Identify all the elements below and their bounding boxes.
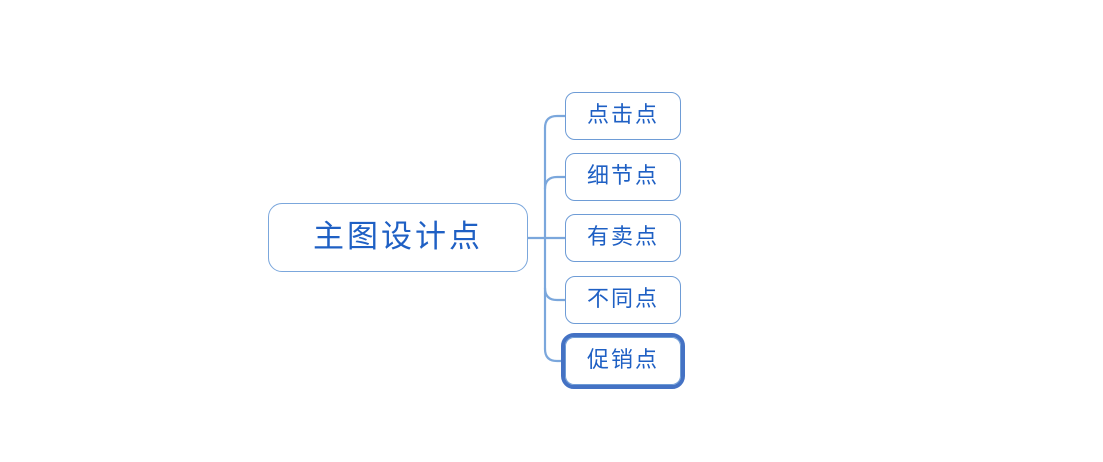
- child-node-3[interactable]: 有卖点: [565, 214, 681, 262]
- child-node-2-label: 细节点: [586, 164, 659, 189]
- child-node-1[interactable]: 点击点: [565, 92, 681, 140]
- child-node-5[interactable]: 促销点: [565, 337, 681, 385]
- child-node-4[interactable]: 不同点: [565, 276, 681, 324]
- child-node-3-label: 有卖点: [586, 225, 659, 250]
- child-node-4-label: 不同点: [586, 287, 659, 312]
- child-node-5-label: 促销点: [586, 348, 659, 373]
- child-node-2[interactable]: 细节点: [565, 153, 681, 201]
- connector-branch-2: [543, 175, 567, 191]
- child-node-1-label: 点击点: [586, 103, 659, 128]
- connector-branch-1: [543, 114, 567, 130]
- connector-branch-4: [543, 286, 567, 302]
- root-node[interactable]: 主图设计点: [268, 203, 528, 272]
- root-node-label: 主图设计点: [313, 219, 483, 255]
- connector-branch-5: [543, 347, 567, 363]
